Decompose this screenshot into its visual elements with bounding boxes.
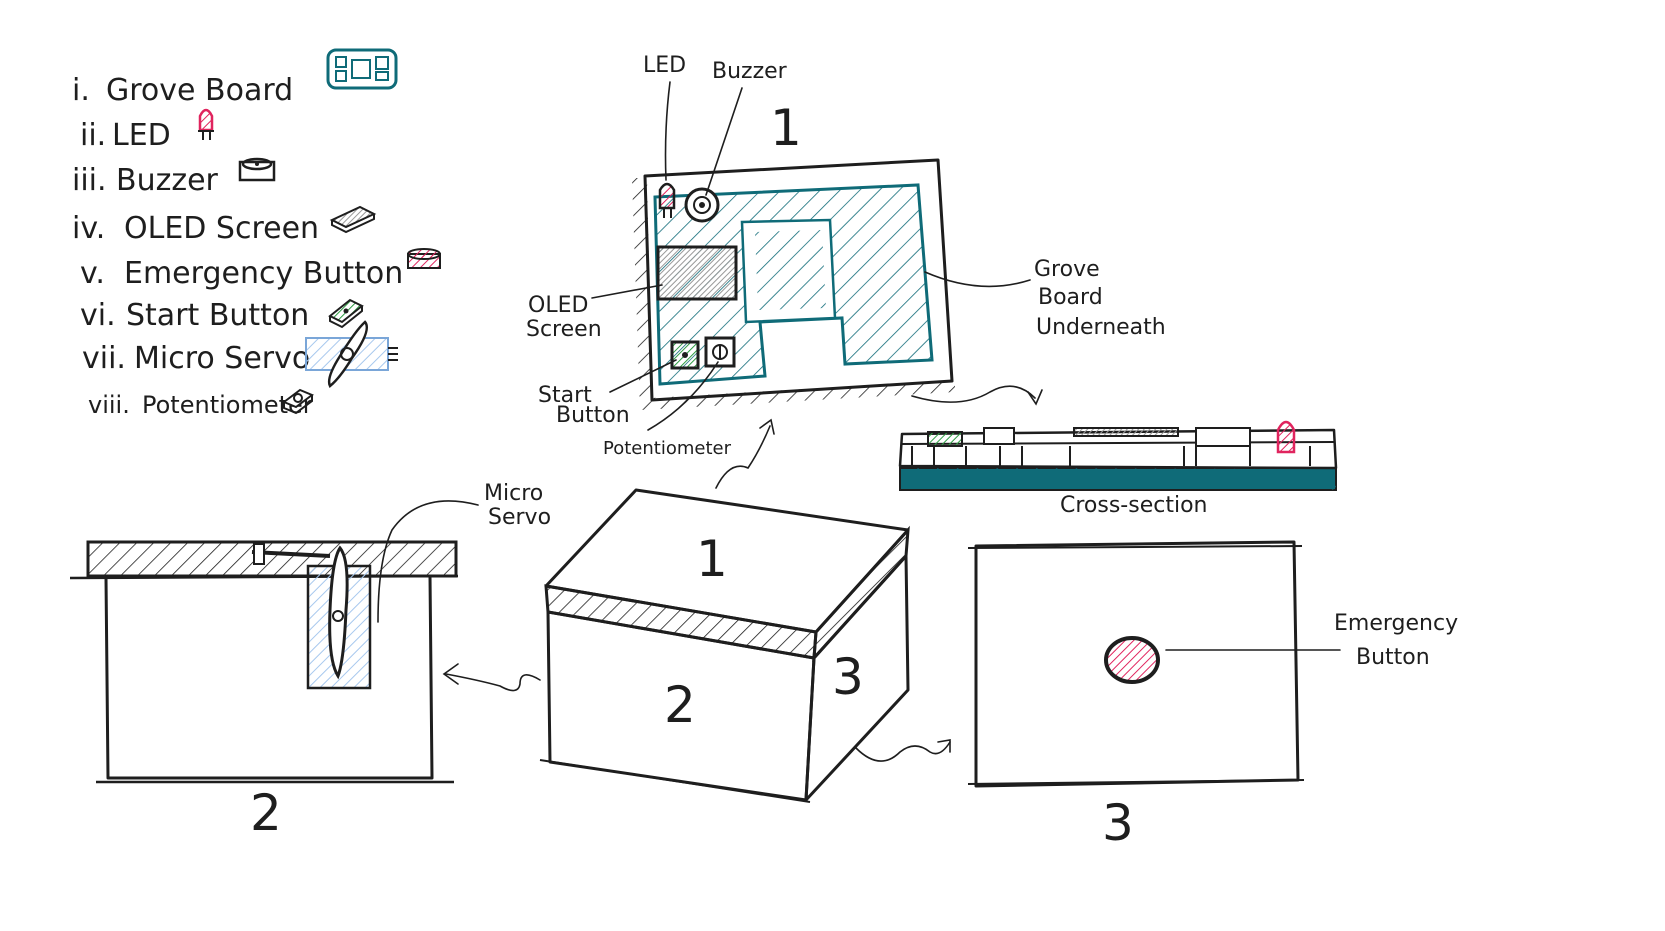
emergency-callout-label-line2: Button bbox=[1356, 645, 1430, 670]
legend-label: OLED Screen bbox=[124, 211, 319, 246]
arrow-to-top-view bbox=[715, 425, 771, 489]
cross-section-panel: Cross-section bbox=[898, 420, 1338, 518]
legend-label: LED bbox=[112, 118, 171, 153]
oled-callout-label-line1: OLED bbox=[528, 293, 588, 318]
side-view-3-number: 3 bbox=[1102, 794, 1134, 852]
led-icon bbox=[198, 108, 214, 140]
box-front-face-label: 2 bbox=[664, 676, 696, 734]
cross-section-enclosure bbox=[898, 428, 1338, 470]
top-view-shadow bbox=[632, 178, 955, 410]
potentiometer-callout-label: Potentiometer bbox=[603, 438, 732, 459]
side-view-2-panel: Micro Servo 2 bbox=[69, 481, 551, 842]
emergency-callout-label-line1: Emergency bbox=[1334, 611, 1458, 636]
legend-marker: vi. bbox=[80, 298, 116, 333]
box-side-face bbox=[804, 554, 910, 802]
legend-marker: viii. bbox=[88, 391, 130, 419]
arrow-to-side-view-3 bbox=[855, 741, 951, 762]
micro-servo-icon bbox=[305, 320, 398, 388]
emergency-button-front bbox=[1104, 636, 1160, 684]
grove-callout-label-line1: Grove bbox=[1034, 257, 1100, 282]
legend-marker: v. bbox=[80, 256, 105, 291]
grove-callout-line bbox=[924, 271, 1031, 288]
oled-screen-icon bbox=[329, 205, 377, 234]
cross-section-start-button bbox=[927, 431, 963, 447]
buzzer-icon bbox=[238, 157, 276, 182]
box-lid-front-edge bbox=[544, 584, 818, 660]
box-top-face-label: 1 bbox=[696, 530, 728, 588]
legend-item-led: ii. LED bbox=[80, 108, 214, 153]
legend-item-oled-screen: iv. OLED Screen bbox=[72, 205, 377, 246]
buzzer-callout-line bbox=[705, 87, 743, 196]
emergency-button-icon bbox=[407, 248, 441, 269]
side-view-2-body bbox=[104, 574, 434, 780]
led-callout-line bbox=[664, 81, 671, 181]
cross-section-led bbox=[1276, 420, 1296, 454]
cross-section-oled bbox=[1073, 427, 1179, 437]
grove-board-icon bbox=[326, 48, 398, 90]
cross-section-buzzer bbox=[1195, 427, 1251, 447]
legend-item-start-button: vi. Start Button bbox=[80, 298, 364, 333]
led-component bbox=[658, 182, 676, 218]
potentiometer-callout-line bbox=[647, 361, 719, 431]
box-3d-view: 1 2 3 bbox=[442, 418, 951, 803]
legend-item-grove-board: i. Grove Board bbox=[72, 48, 398, 108]
legend-label: Buzzer bbox=[116, 163, 219, 198]
side-view-2-lid bbox=[86, 540, 458, 578]
cross-section-arrow bbox=[911, 385, 1036, 403]
oled-callout-line bbox=[591, 284, 663, 299]
top-view-panel: 1 bbox=[526, 53, 1166, 459]
legend-marker: i. bbox=[72, 73, 90, 108]
start-callout-label-line2: Button bbox=[556, 403, 630, 428]
buzzer-callout-label: Buzzer bbox=[712, 59, 788, 84]
legend-label: Potentiometer bbox=[142, 391, 313, 419]
legend-item-buzzer: iii. Buzzer bbox=[72, 157, 276, 198]
legend-label: Grove Board bbox=[106, 73, 293, 108]
legend-marker: ii. bbox=[80, 118, 106, 153]
potentiometer-icon bbox=[282, 388, 314, 415]
cross-section-potentiometer bbox=[983, 427, 1015, 445]
legend-item-potentiometer: viii. Potentiometer bbox=[88, 388, 314, 419]
led-callout-label: LED bbox=[643, 53, 686, 78]
side-view-3-panel: Emergency Button 3 bbox=[967, 540, 1458, 852]
cross-section-label: Cross-section bbox=[1060, 493, 1207, 518]
servo-callout-line bbox=[377, 500, 479, 623]
side-view-2-number: 2 bbox=[250, 784, 282, 842]
grove-callout-label-line3: Underneath bbox=[1036, 315, 1166, 340]
legend-marker: iv. bbox=[72, 211, 105, 246]
legend-label: Emergency Button bbox=[124, 256, 403, 291]
box-side-face-label: 3 bbox=[832, 648, 864, 706]
box-lid-side-edge bbox=[812, 525, 910, 663]
legend-item-emergency-button: v. Emergency Button bbox=[80, 248, 441, 291]
legend-label: Start Button bbox=[126, 298, 309, 333]
start-button-icon bbox=[328, 298, 364, 329]
grove-callout-label-line2: Board bbox=[1038, 285, 1103, 310]
component-legend: i. Grove Board ii. LED iii. Bu bbox=[72, 48, 441, 419]
oled-screen-component bbox=[656, 245, 738, 301]
legend-label: Micro Servo bbox=[134, 341, 310, 376]
legend-marker: iii. bbox=[72, 163, 107, 198]
top-view-number: 1 bbox=[770, 99, 802, 157]
arrow-to-side-view-2 bbox=[445, 673, 541, 692]
potentiometer-component bbox=[704, 336, 736, 368]
start-button-component bbox=[670, 340, 700, 370]
servo-callout-label-line2: Servo bbox=[488, 505, 551, 530]
buzzer-component bbox=[684, 187, 720, 223]
servo-callout-label-line1: Micro bbox=[484, 481, 543, 506]
start-callout-line bbox=[609, 359, 677, 393]
legend-marker: vii. bbox=[82, 341, 126, 376]
top-view-outline bbox=[643, 158, 954, 402]
oled-callout-label-line2: Screen bbox=[526, 317, 602, 342]
legend-item-micro-servo: vii. Micro Servo bbox=[82, 320, 398, 388]
start-callout-label-line1: Start bbox=[538, 383, 592, 408]
